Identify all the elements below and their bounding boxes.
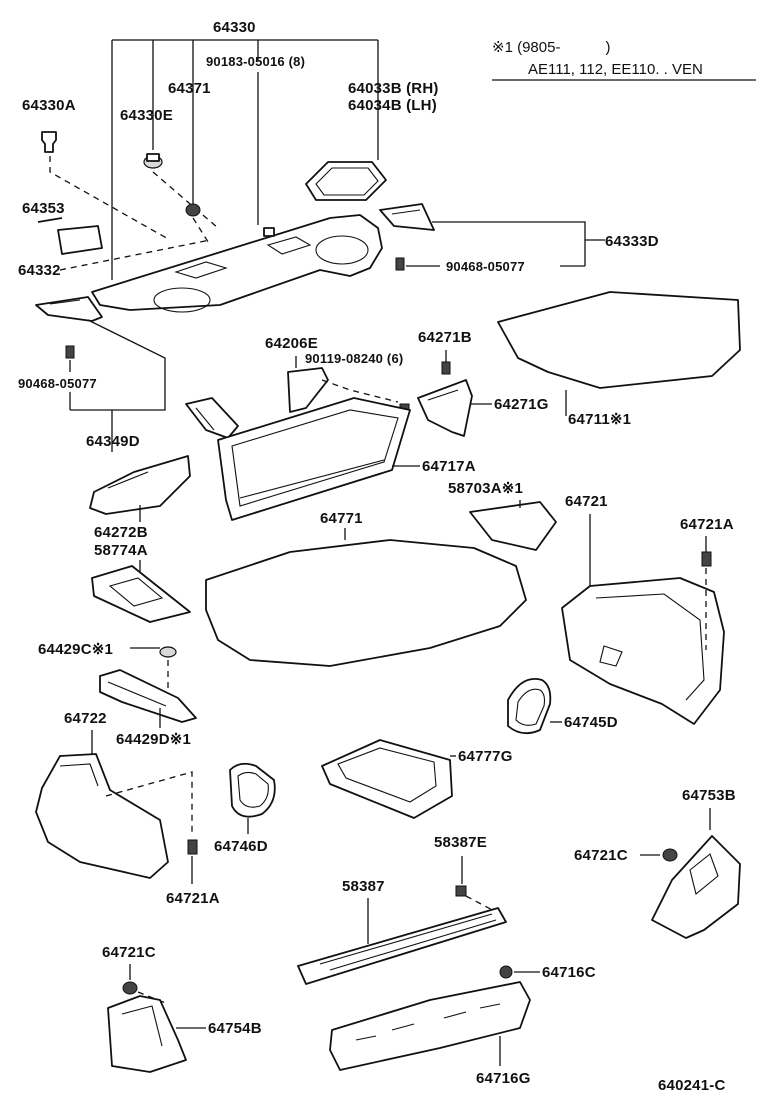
package-tray-64330 <box>59 214 383 313</box>
clip-64721A-bot <box>187 839 198 855</box>
clip-64721C-left <box>122 981 138 995</box>
clip-64371 <box>185 203 201 217</box>
tray-64777G <box>321 739 453 819</box>
part-64332 <box>57 225 103 255</box>
label-64745D: 64745D <box>564 714 618 731</box>
screw-64271B <box>441 361 451 375</box>
label-58774A: 58774A <box>94 542 148 559</box>
bracket-64429D <box>99 669 197 723</box>
label-64771: 64771 <box>320 510 363 527</box>
clip-64721C-right <box>662 848 678 862</box>
pin-64353 <box>37 217 63 223</box>
side-trim-64722 <box>35 753 169 879</box>
dash-64721A-bot <box>105 771 193 836</box>
label-64033B: 64033B (RH) <box>348 80 439 97</box>
tray-64716G <box>329 981 531 1071</box>
label-64271G: 64271G <box>494 396 549 413</box>
mat-64711 <box>497 291 741 389</box>
label-58387E: 58387E <box>434 834 487 851</box>
side-trim-64721 <box>561 577 725 725</box>
divider-panel-64717A <box>217 397 411 521</box>
leader-64333D <box>432 221 605 266</box>
note-line-1: ※1 (9805- ) <box>492 39 610 56</box>
boot-64745D <box>507 678 552 735</box>
label-64272B: 64272B <box>94 524 148 541</box>
bracket-64272B <box>89 455 191 515</box>
label-64716C: 64716C <box>542 964 596 981</box>
label-64429D: 64429D※1 <box>116 731 191 748</box>
label-64753B: 64753B <box>682 787 736 804</box>
clip-64330A <box>41 131 57 153</box>
applicability-note: ※1 (9805- ) AE111, 112, EE110. . VEN <box>492 39 756 81</box>
clip-64429C <box>159 646 177 658</box>
dash-64371 <box>192 217 211 246</box>
label-90119: 90119-08240 (6) <box>305 351 403 366</box>
figure-code: 640241-C <box>658 1077 725 1094</box>
label-64330E: 64330E <box>120 107 173 124</box>
label-64721C-right: 64721C <box>574 847 628 864</box>
label-64206E: 64206E <box>265 335 318 352</box>
label-64721A-top: 64721A <box>680 516 734 533</box>
floor-mat-64771 <box>205 539 527 667</box>
label-64330A: 64330A <box>22 97 76 114</box>
label-64777G: 64777G <box>458 748 513 765</box>
label-64349D: 64349D <box>86 433 140 450</box>
clip-64716C <box>499 965 513 979</box>
screw-90468-b <box>65 345 75 359</box>
clip-90183 <box>263 227 275 237</box>
dash-64330E <box>152 171 219 229</box>
label-64333D: 64333D <box>605 233 659 250</box>
boot-64746D <box>229 762 276 818</box>
label-58703A: 58703A※1 <box>448 480 523 497</box>
bracket-58774A <box>91 565 191 623</box>
bracket-64271G <box>417 379 473 437</box>
note-line-2: AE111, 112, EE110. . VEN <box>528 61 703 78</box>
bracket-64333D <box>379 203 435 231</box>
board-58703A <box>469 501 557 551</box>
label-90468-a: 90468-05077 <box>446 259 525 274</box>
label-58387: 58387 <box>342 878 385 895</box>
screw-90468-a <box>395 257 405 271</box>
label-64721C-left: 64721C <box>102 944 156 961</box>
label-64330: 64330 <box>213 19 256 36</box>
bracket-64349D <box>35 296 103 322</box>
bracket-64753B <box>651 835 741 939</box>
leader-64330 <box>111 39 379 280</box>
label-64711: 64711※1 <box>568 411 631 428</box>
dash-58387E <box>465 895 497 913</box>
bracket-64754B <box>107 995 187 1073</box>
label-64353: 64353 <box>22 200 65 217</box>
label-64717A: 64717A <box>422 458 476 475</box>
label-64271B: 64271B <box>418 329 472 346</box>
label-64746D: 64746D <box>214 838 268 855</box>
grommet-64330E <box>143 153 163 169</box>
label-64721A-bot: 64721A <box>166 890 220 907</box>
label-64332: 64332 <box>18 262 61 279</box>
label-64754B: 64754B <box>208 1020 262 1037</box>
label-64371: 64371 <box>168 80 211 97</box>
hinge-64206E <box>185 367 329 439</box>
step-plate-58387 <box>297 907 507 985</box>
leader-64349D <box>70 319 166 452</box>
label-64716G: 64716G <box>476 1070 531 1087</box>
clip-58387E <box>455 885 467 897</box>
label-64034B: 64034B (LH) <box>348 97 437 114</box>
clip-64721A-top <box>701 551 712 567</box>
label-64429C: 64429C※1 <box>38 641 113 658</box>
label-64721: 64721 <box>565 493 608 510</box>
label-90468-b: 90468-05077 <box>18 376 97 391</box>
label-90183: 90183-05016 (8) <box>206 54 305 69</box>
dash-64330A <box>49 156 171 241</box>
label-64722: 64722 <box>64 710 107 727</box>
speaker-cover-64033B <box>305 161 387 201</box>
